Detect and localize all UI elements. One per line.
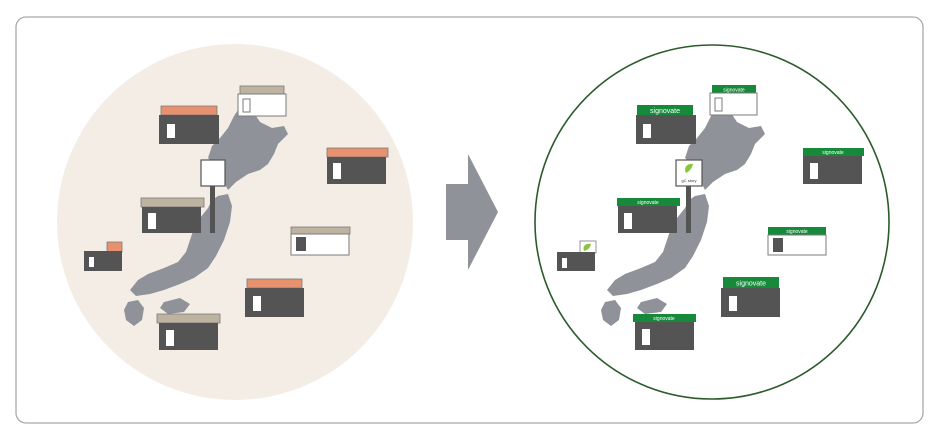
signovate-label: signovate: [822, 150, 844, 156]
eco-leaf-icon: [583, 243, 591, 251]
signovate-store-3: signovate: [803, 148, 864, 184]
store-7: [245, 278, 304, 317]
signovate-store-1: signovate: [636, 105, 696, 144]
store-2: [237, 85, 287, 117]
store-8: [156, 313, 221, 350]
pole-sign: gC story: [675, 159, 703, 233]
signovate-store-6: signovate: [721, 277, 780, 317]
store-6: [84, 241, 123, 271]
left-circle: [57, 44, 413, 400]
signovate-label: signovate: [650, 108, 680, 115]
eco-store: [557, 240, 597, 271]
store-3: [326, 147, 389, 184]
signovate-store-2: signovate: [709, 85, 758, 116]
board-text: gC story: [682, 178, 697, 183]
signovate-store-5: signovate: [767, 227, 827, 256]
signovate-label: signovate: [653, 316, 675, 322]
eco-leaf-icon: [685, 163, 693, 173]
store-4: [140, 197, 205, 233]
signovate-label: signovate: [786, 229, 808, 235]
right-circle: [534, 44, 890, 400]
pole-sign: [200, 159, 226, 233]
store-5: [290, 226, 351, 256]
left-scene: [57, 44, 413, 400]
signovate-label: signovate: [723, 88, 745, 94]
right-scene: gC story signovate signovate signovate s…: [534, 44, 890, 400]
signovate-store-4: signovate: [617, 198, 680, 233]
signovate-store-7: signovate: [633, 314, 696, 350]
store-1: [159, 105, 219, 144]
right-arrow-icon: [446, 154, 498, 270]
signovate-label: signovate: [736, 281, 766, 288]
signovate-label: signovate: [637, 200, 659, 206]
